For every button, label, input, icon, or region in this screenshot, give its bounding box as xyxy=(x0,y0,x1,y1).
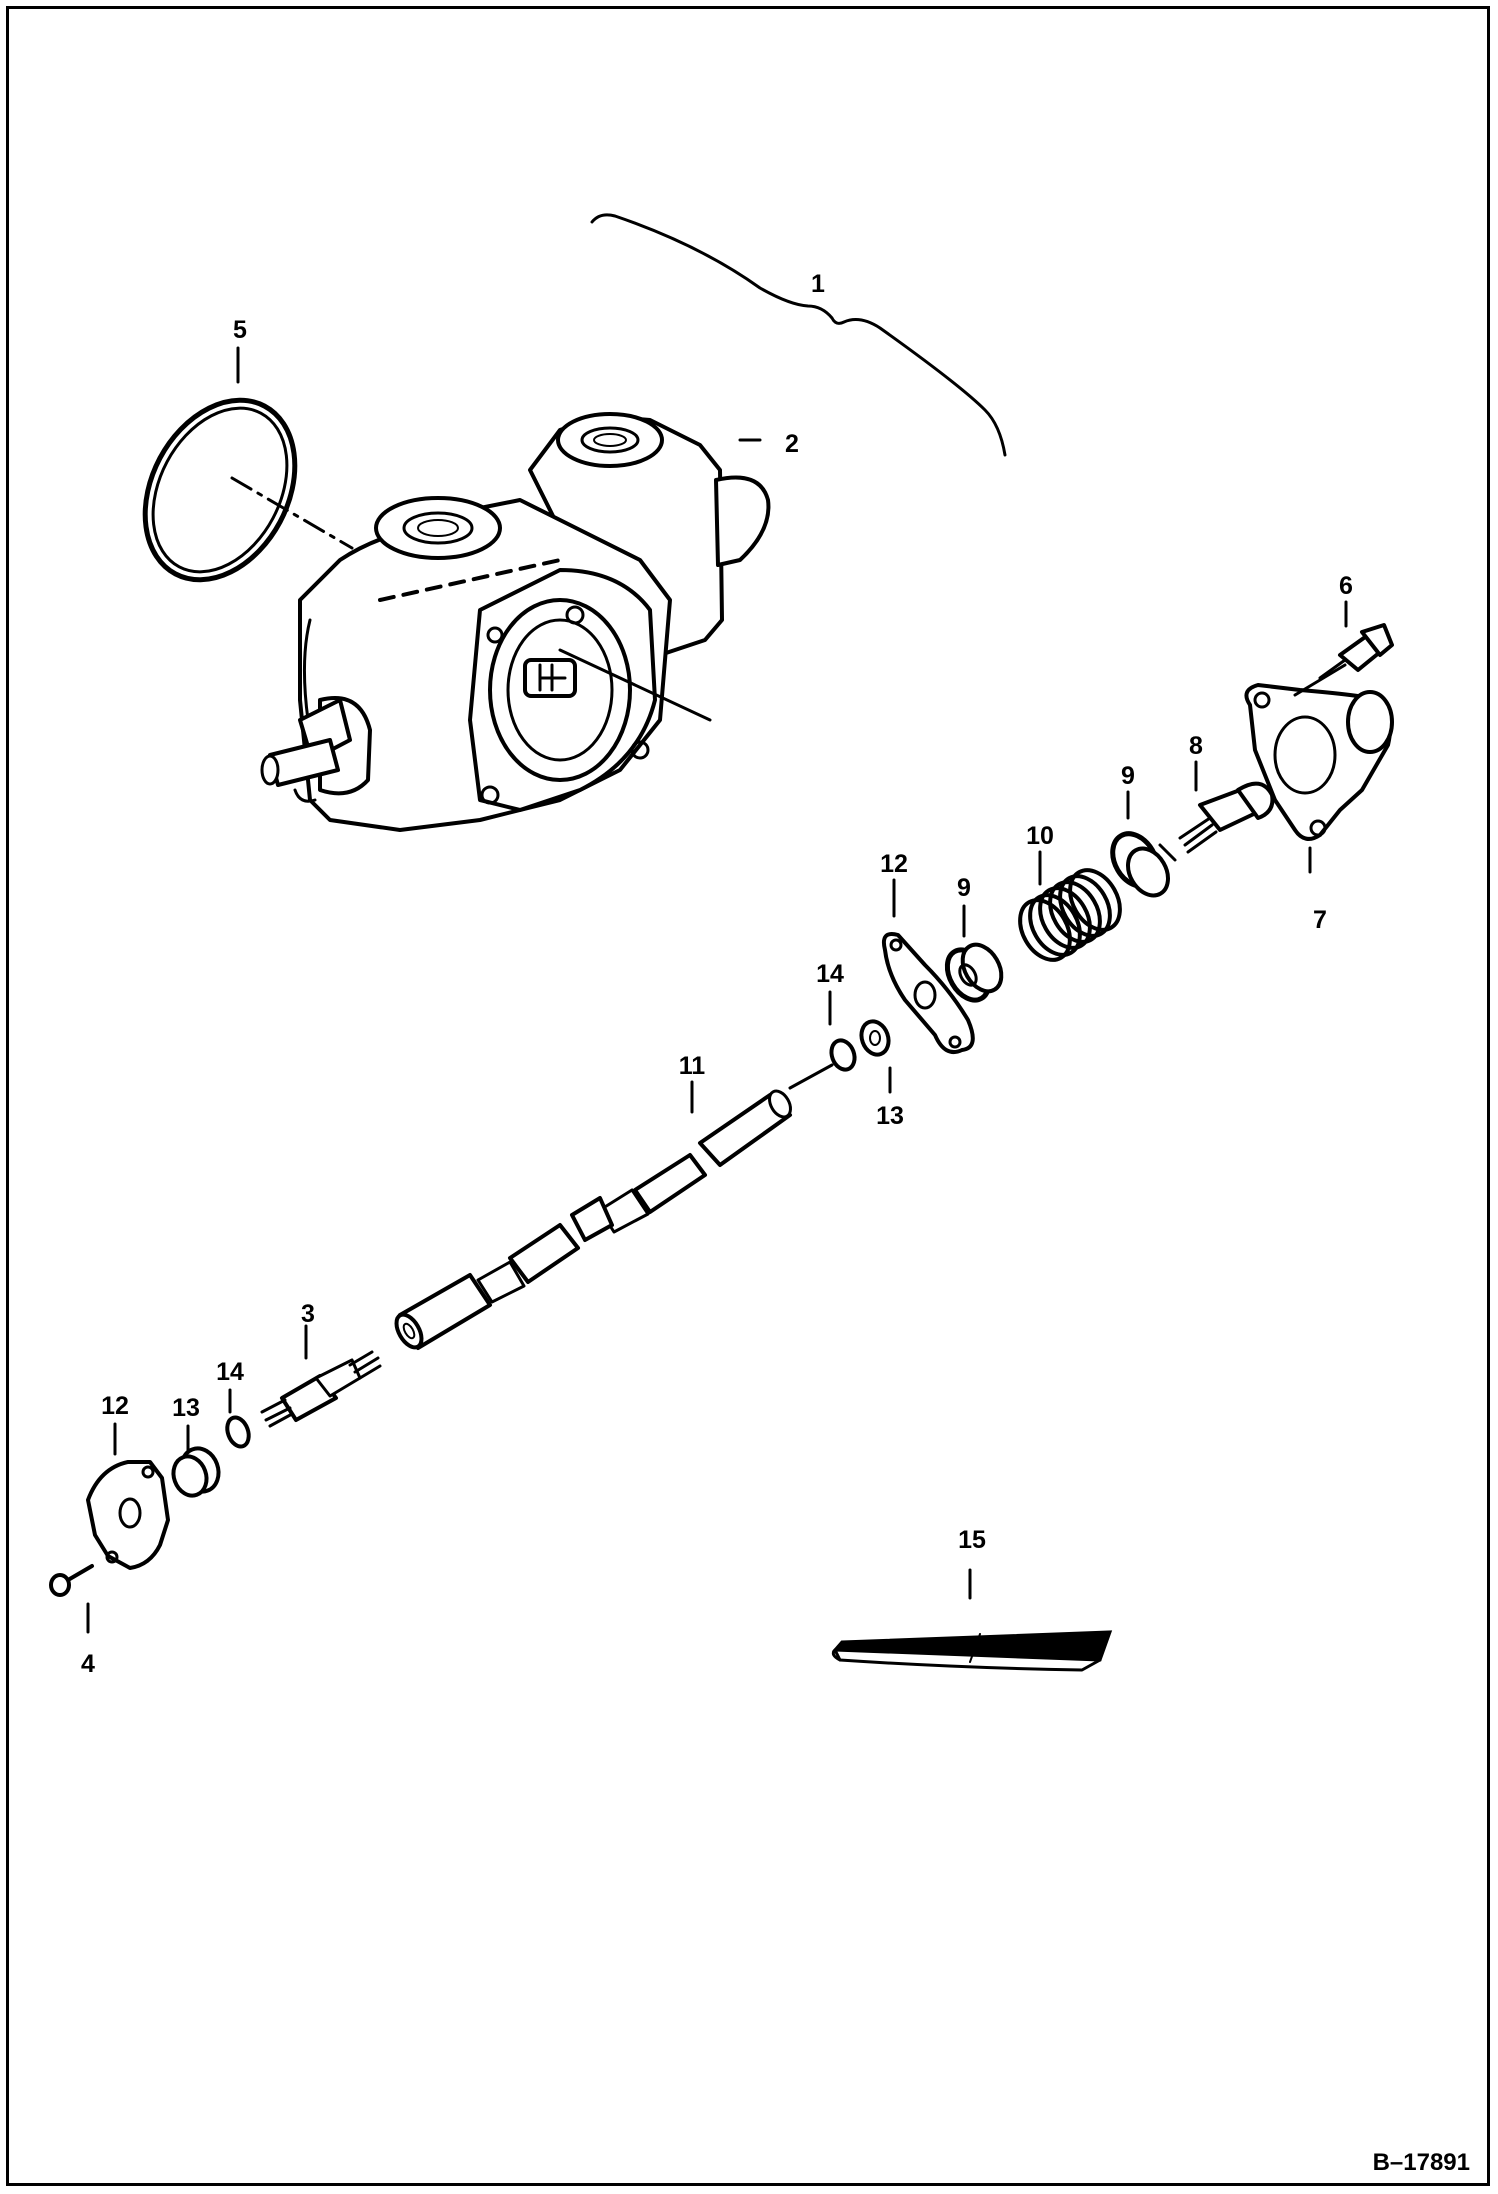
callout-10: 10 xyxy=(1026,822,1054,850)
callout-12-right: 12 xyxy=(880,850,908,878)
part-spring xyxy=(1018,868,1122,962)
part-plate-right xyxy=(881,932,975,1055)
callout-12-left: 12 xyxy=(101,1392,129,1420)
callout-13-left: 13 xyxy=(172,1394,200,1422)
part-washer-right xyxy=(859,1019,891,1057)
callout-8: 8 xyxy=(1189,732,1203,760)
callout-9-left: 9 xyxy=(957,874,971,902)
diagram-frame xyxy=(6,6,1490,2186)
part-cap-screw xyxy=(1318,623,1394,680)
leader-6 xyxy=(1293,663,1347,697)
part-o-ring xyxy=(142,397,298,583)
callout-4: 4 xyxy=(81,1650,95,1678)
part-snap-ring-left xyxy=(225,1415,251,1449)
callout-3: 3 xyxy=(301,1300,315,1328)
part-valve-body xyxy=(260,412,771,832)
callout-2: 2 xyxy=(785,430,799,458)
callout-14-right: 14 xyxy=(816,960,844,988)
part-end-cap xyxy=(1244,683,1394,841)
callout-6: 6 xyxy=(1339,572,1353,600)
part-plug xyxy=(1178,781,1275,854)
callout-13-right: 13 xyxy=(876,1102,904,1130)
leader-body-axis xyxy=(558,648,712,722)
leader-5-centerline xyxy=(230,476,354,550)
part-spool xyxy=(394,1089,792,1350)
callout-leaders xyxy=(86,346,1348,1634)
part-seal-kit xyxy=(831,1630,1113,1672)
part-spring-seat-right xyxy=(1110,831,1177,898)
part-washer-right-hole xyxy=(869,1030,881,1046)
part-washer-left xyxy=(171,1446,221,1498)
part-screw xyxy=(49,1564,94,1597)
callout-5: 5 xyxy=(233,316,247,344)
callout-11: 11 xyxy=(679,1052,706,1080)
part-snap-ring-right xyxy=(829,1038,857,1072)
part-spring-seat-left xyxy=(944,942,1004,1003)
assembly-bracket xyxy=(590,213,1007,457)
part-plate-left xyxy=(86,1460,170,1570)
callout-9-right: 9 xyxy=(1121,762,1135,790)
callout-7: 7 xyxy=(1313,906,1327,934)
figure-reference: B–17891 xyxy=(1373,2149,1470,2176)
part-detent-stem xyxy=(260,1350,382,1428)
callout-14-left: 14 xyxy=(216,1358,244,1386)
leader-spool-end xyxy=(788,1063,834,1090)
callout-1: 1 xyxy=(811,270,825,298)
callout-15: 15 xyxy=(958,1526,986,1554)
